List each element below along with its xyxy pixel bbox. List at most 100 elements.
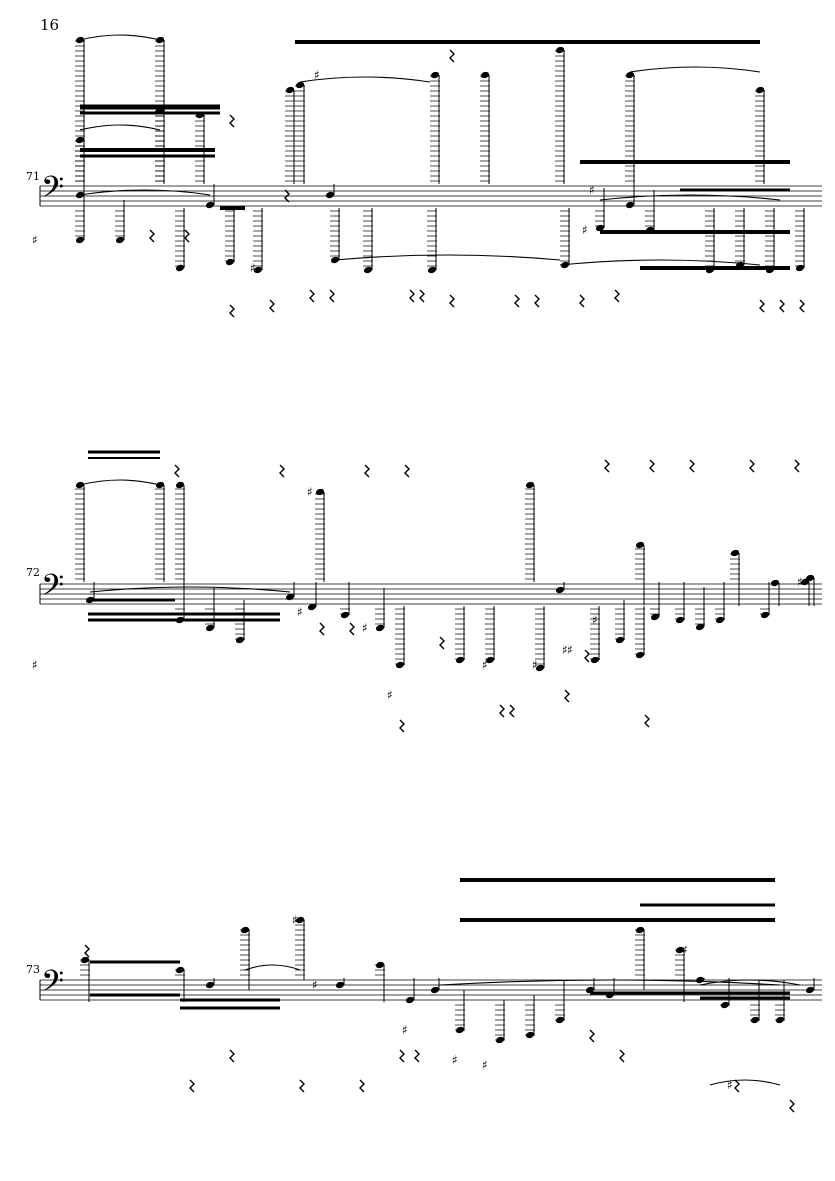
note-head	[253, 266, 263, 274]
note-head	[805, 986, 815, 994]
rest-icon	[149, 229, 155, 243]
note-head	[455, 656, 465, 664]
rest-icon	[284, 189, 290, 203]
note-head	[205, 981, 215, 989]
bass-clef-icon: 𝄢	[41, 171, 64, 212]
note-head	[315, 488, 325, 496]
note-head	[295, 916, 305, 924]
rest-icon	[319, 622, 325, 636]
note-head	[175, 616, 185, 624]
rest-icon	[789, 1099, 795, 1113]
sharp-icon: ♯	[32, 658, 38, 672]
rest-icon	[614, 289, 620, 303]
note-head	[705, 266, 715, 274]
note-head	[485, 656, 495, 664]
rest-icon	[189, 1079, 195, 1093]
note-head	[325, 191, 335, 199]
rest-icon	[229, 304, 235, 318]
rest-icon	[799, 299, 805, 313]
rest-icon	[399, 1049, 405, 1063]
sharp-icon: ♯	[452, 1053, 458, 1067]
note-head	[335, 981, 345, 989]
note-head	[730, 549, 740, 557]
note-heads	[75, 36, 815, 1044]
rest-icon	[689, 459, 695, 473]
note-head	[75, 236, 85, 244]
rest-icon	[584, 649, 590, 663]
note-head	[555, 586, 565, 594]
page-number: 16	[40, 16, 60, 34]
note-head	[205, 201, 215, 209]
tie-curve	[559, 259, 761, 266]
rest-icon	[174, 464, 180, 478]
sharp-icon: ♯	[250, 261, 256, 275]
rest-icon	[589, 1029, 595, 1043]
sharp-icon: ♯	[402, 1023, 408, 1037]
sharp-icon: ♯	[482, 1058, 488, 1072]
tie-curve	[709, 1079, 781, 1086]
note-head	[635, 651, 645, 659]
note-head	[340, 611, 350, 619]
note-head	[770, 579, 780, 587]
note-head	[80, 956, 90, 964]
measure-number-72: 72	[26, 566, 40, 579]
rest-icon	[619, 1049, 625, 1063]
note-head	[525, 481, 535, 489]
note-head	[800, 578, 810, 586]
tie-curve	[79, 34, 161, 41]
rest-icon	[509, 704, 515, 718]
sharp-icon: ♯	[312, 978, 318, 992]
rest-icon	[299, 1079, 305, 1093]
tie-curve	[439, 979, 781, 986]
note-head	[590, 656, 600, 664]
tie-curve	[79, 189, 211, 196]
note-head	[625, 71, 635, 79]
rest-icon	[329, 289, 335, 303]
rest-icon	[414, 1049, 420, 1063]
sharp-icon: ♯	[362, 621, 368, 635]
note-head	[480, 71, 490, 79]
sharp-icon: ♯	[177, 261, 183, 275]
rest-icon	[184, 229, 190, 243]
rest-icon	[404, 464, 410, 478]
tie-curve	[699, 979, 801, 986]
sharp-icon: ♯	[307, 485, 313, 499]
note-head	[760, 611, 770, 619]
sharp-icon: ♯	[562, 643, 568, 657]
sharp-icon: ♯	[297, 605, 303, 619]
note-head	[750, 1016, 760, 1024]
rest-icon	[229, 1049, 235, 1063]
rest-icon	[564, 689, 570, 703]
note-head	[675, 616, 685, 624]
note-head	[375, 624, 385, 632]
note-head	[455, 1026, 465, 1034]
tie-curve	[599, 194, 781, 201]
sharp-icon: ♯	[592, 613, 598, 627]
rest-icon	[534, 294, 540, 308]
note-head	[175, 481, 185, 489]
note-head	[225, 258, 235, 266]
rest-icon	[279, 464, 285, 478]
note-head	[85, 596, 95, 604]
note-head	[195, 111, 205, 119]
rest-icon	[399, 719, 405, 733]
tie-curve	[79, 479, 161, 486]
sharp-icon: ♯	[797, 575, 803, 589]
note-head	[295, 81, 305, 89]
sharp-icon: ♯	[589, 183, 595, 197]
rest-icon	[499, 704, 505, 718]
rest-icon	[794, 459, 800, 473]
sharp-icon: ♯	[32, 233, 38, 247]
rest-icon	[579, 294, 585, 308]
note-head	[675, 946, 685, 954]
note-head	[625, 201, 635, 209]
rest-icon	[449, 49, 455, 63]
rest-icon	[84, 944, 90, 958]
accidentals: ♯♯♯♯♯♯♯♯♯♯♯♯♯♯♯♯♯♯♯♯♯♯♯♯	[32, 68, 803, 1092]
note-head	[650, 613, 660, 621]
note-head	[115, 236, 125, 244]
note-head	[427, 266, 437, 274]
sharp-icon: ♯	[682, 943, 688, 957]
sharp-icon: ♯	[482, 658, 488, 672]
